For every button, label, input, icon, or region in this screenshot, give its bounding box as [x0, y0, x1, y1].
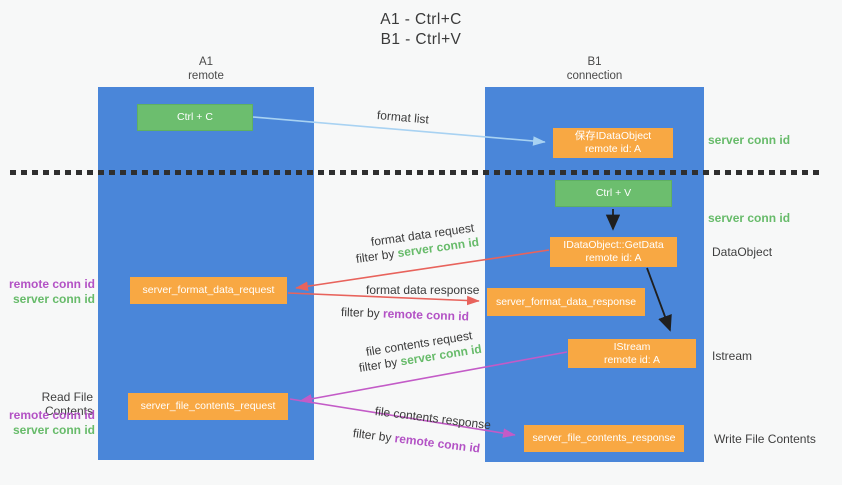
node-server-file-contents-request-label: server_file_contents_request	[140, 400, 276, 412]
node-ctrl-v-label: Ctrl + V	[595, 187, 632, 199]
node-istream-line2: remote id: A	[603, 353, 661, 366]
label-format-list: format list	[376, 108, 430, 127]
node-getdata-line2: remote id: A	[585, 252, 642, 264]
label-server-conn-id-top: server conn id	[708, 133, 791, 147]
label-file-contents-response: file contents response	[374, 404, 492, 433]
label-read-file-contents: Read File Contents	[41, 390, 93, 418]
label-write-file-contents: Write File Contents	[714, 432, 816, 446]
node-istream-line1: IStream	[613, 340, 651, 353]
label-filter-by-remote-2-id: remote conn id	[393, 431, 481, 456]
lane-header-b1: B1 connection	[485, 55, 704, 83]
label-server-conn-id-left-1: server conn id	[12, 292, 95, 306]
node-server-format-data-request: server_format_data_request	[130, 277, 287, 304]
node-istream: IStream remote id: A	[568, 339, 696, 368]
diagram-title: A1 - Ctrl+C B1 - Ctrl+V	[0, 10, 842, 50]
label-istream: Istream	[712, 349, 753, 363]
node-idataobject-getdata: IDataObject::GetData remote id: A	[550, 237, 677, 267]
title-line-2: B1 - Ctrl+V	[380, 31, 462, 48]
label-filter-by-remote-1-prefix: filter by	[340, 305, 384, 321]
lane-header-a1: A1 remote	[98, 55, 314, 83]
node-ctrl-v: Ctrl + V	[555, 180, 672, 207]
node-server-file-contents-response: server_file_contents_response	[524, 425, 684, 452]
node-server-file-contents-request: server_file_contents_request	[128, 393, 288, 420]
label-left-conn-pair-1: remote conn id server conn id	[0, 277, 95, 307]
label-server-conn-id-left-2: server conn id	[12, 423, 95, 437]
node-server-format-data-request-label: server_format_data_request	[142, 284, 275, 296]
label-dataobject: DataObject	[712, 245, 773, 259]
node-save-idataobject: 保存IDataObject remote id: A	[553, 128, 673, 158]
node-getdata-line1: IDataObject::GetData	[563, 239, 664, 251]
label-filter-by-remote-1-id: remote conn id	[382, 306, 470, 324]
lane-b1-name: B1	[587, 56, 602, 68]
label-filter-by-remote-2-prefix: filter by	[352, 426, 396, 446]
node-ctrl-c: Ctrl + C	[137, 104, 253, 131]
node-save-idataobject-line2: remote id: A	[584, 143, 641, 155]
node-server-file-contents-response-label: server_file_contents_response	[532, 432, 676, 444]
label-filter-by-remote-2: filter by remote conn id	[352, 426, 481, 455]
node-server-format-data-response-label: server_format_data_response	[495, 295, 637, 308]
session-divider-line	[10, 170, 823, 175]
label-filter-by-server-2-prefix: filter by	[357, 354, 402, 375]
label-left-conn-pair-2: remote conn id server conn id	[0, 408, 95, 438]
node-server-format-data-response: server_format_data_response	[487, 288, 645, 316]
node-save-idataobject-line1: 保存IDataObject	[574, 130, 652, 142]
label-remote-conn-id-2: remote conn id	[8, 408, 95, 422]
label-remote-conn-id-1: remote conn id	[8, 277, 95, 291]
node-ctrl-c-label: Ctrl + C	[177, 111, 213, 123]
label-server-conn-id-mid: server conn id	[708, 211, 791, 225]
label-format-data-response: format data response	[366, 283, 480, 297]
lane-b1-subtitle: connection	[566, 70, 623, 82]
lane-a1-name: A1	[198, 56, 214, 68]
title-line-1: A1 - Ctrl+C	[380, 11, 462, 28]
label-filter-by-remote-1: filter by remote conn id	[341, 305, 469, 323]
lane-a1-subtitle: remote	[188, 70, 224, 82]
label-filter-by-server-1-prefix: filter by	[355, 246, 399, 266]
